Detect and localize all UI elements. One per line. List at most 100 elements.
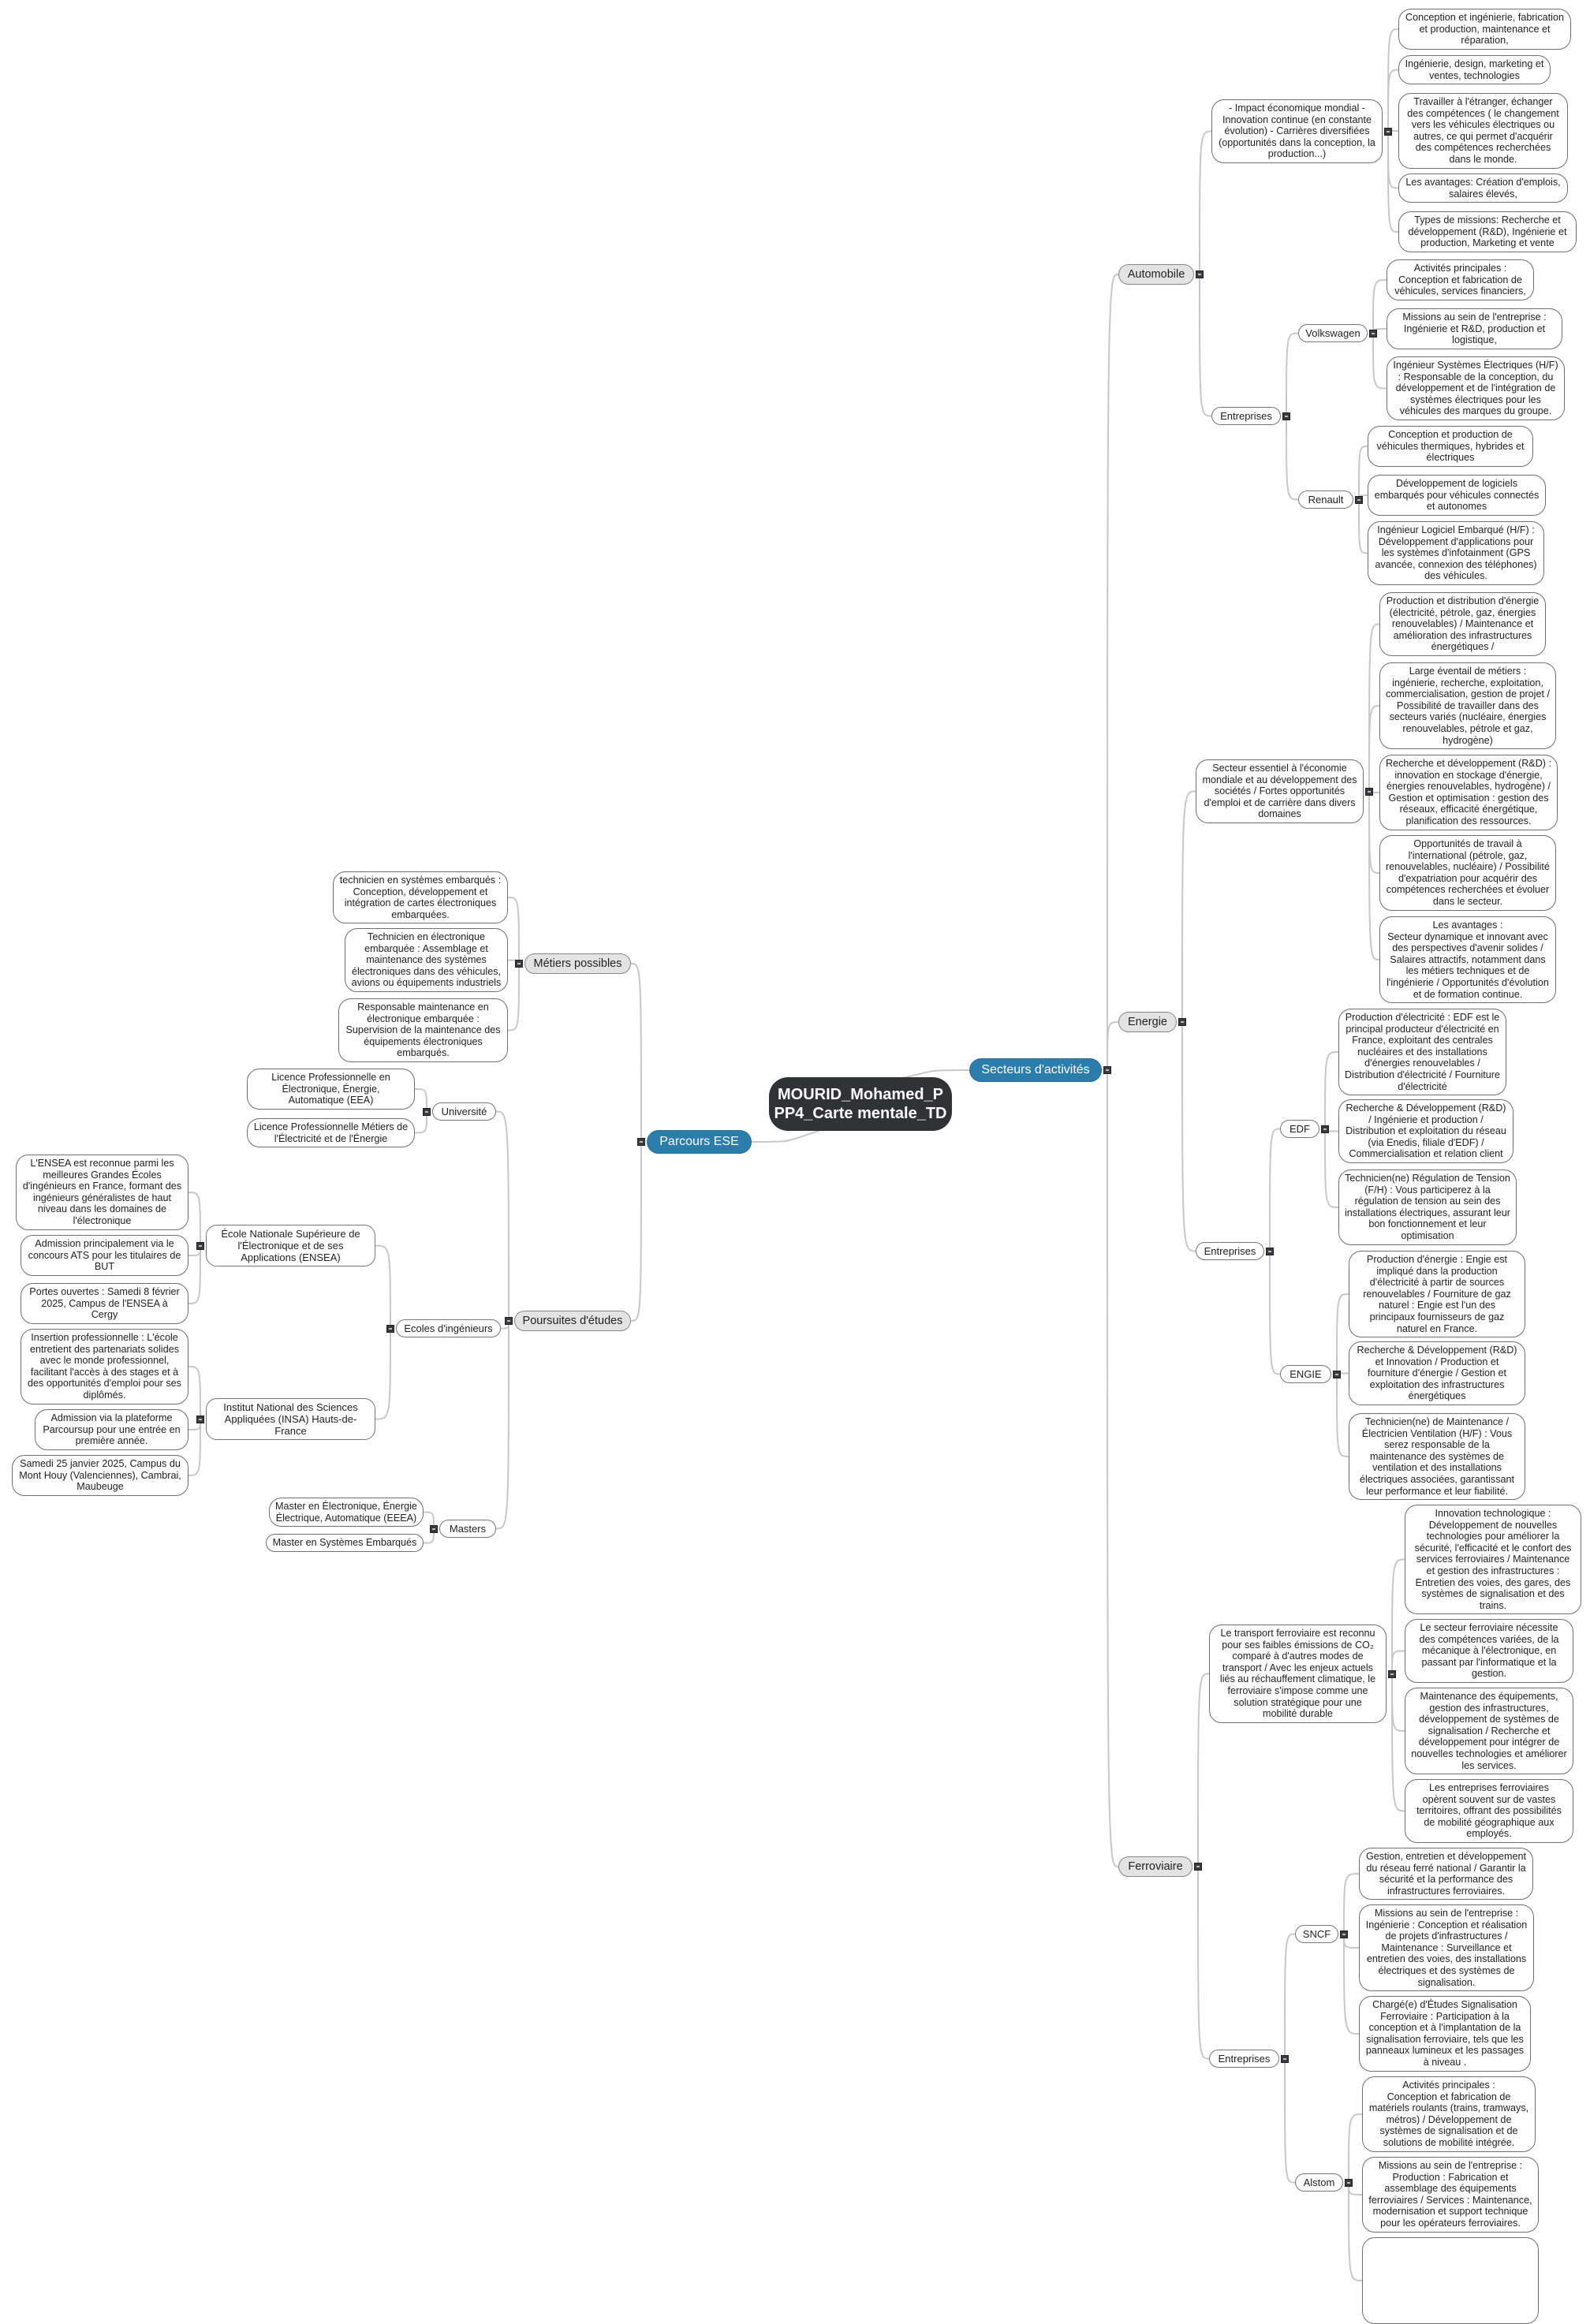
automobile-point[interactable]: Travailler à l'étranger, échanger des co… — [1398, 93, 1568, 169]
connector-line — [1107, 274, 1119, 1071]
topic-automobile[interactable]: Automobile — [1118, 264, 1194, 285]
masters[interactable]: Masters — [439, 1520, 496, 1538]
edf-item[interactable]: Production d'électricité : EDF est le pr… — [1338, 1009, 1506, 1096]
energie-entreprises[interactable]: Entreprises — [1196, 1242, 1264, 1260]
renault-item[interactable]: Développement de logiciels embarqués pou… — [1368, 475, 1546, 516]
collapse-toggle-icon[interactable] — [1388, 1669, 1396, 1678]
insa-item[interactable]: Admission via la plateforme Parcoursup p… — [35, 1409, 188, 1450]
main-topic-secteurs[interactable]: Secteurs d'activités — [969, 1058, 1102, 1082]
ferroviaire-point[interactable]: Maintenance des équipements, gestion des… — [1405, 1688, 1573, 1775]
volkswagen-item[interactable]: Missions au sein de l'entreprise : Ingén… — [1387, 308, 1562, 349]
collapse-toggle-icon[interactable] — [1178, 1018, 1186, 1026]
automobile-point[interactable]: Les avantages: Création d'emplois, salai… — [1398, 173, 1568, 203]
collapse-toggle-icon[interactable] — [196, 1415, 204, 1423]
connector-line — [1391, 1673, 1405, 1812]
alstom-item[interactable]: Missions au sein de l'entreprise : Produ… — [1362, 2157, 1539, 2233]
collapse-toggle-icon[interactable] — [423, 1107, 431, 1116]
master-item[interactable]: Master en Systèmes Embarqués — [266, 1534, 424, 1552]
topic-energie[interactable]: Energie — [1118, 1012, 1177, 1032]
connector-line — [630, 1141, 642, 1322]
central-topic[interactable]: MOURID_Mohamed_P PP4_Carte mentale_TD — [769, 1077, 952, 1131]
collapse-toggle-icon[interactable] — [637, 1138, 645, 1146]
alstom-empty-item[interactable] — [1362, 2237, 1539, 2324]
collapse-toggle-icon[interactable] — [1345, 2178, 1353, 2187]
automobile-point[interactable]: Ingénierie, design, marketing et ventes,… — [1398, 55, 1551, 85]
insa-item[interactable]: Insertion professionnelle : L'école entr… — [21, 1329, 188, 1404]
universite-item[interactable]: Licence Professionnelle Métiers de l'Éle… — [247, 1118, 415, 1148]
ferroviaire-point[interactable]: Innovation technologique : Développement… — [1405, 1505, 1581, 1615]
collapse-toggle-icon[interactable] — [1355, 495, 1363, 504]
ferroviaire-entreprises[interactable]: Entreprises — [1209, 2050, 1279, 2068]
edf-item[interactable]: Technicien(ne) Régulation de Tension (F/… — [1338, 1169, 1517, 1245]
connector-line — [1368, 791, 1380, 874]
ferroviaire-description[interactable]: Le transport ferroviaire est reconnu pou… — [1209, 1625, 1387, 1723]
collapse-toggle-icon[interactable] — [1365, 787, 1373, 796]
automobile-entreprises[interactable]: Entreprises — [1211, 407, 1281, 425]
renault-item[interactable]: Ingénieur Logiciel Embarqué (H/F) : Déve… — [1368, 521, 1544, 585]
ensea-item[interactable]: Admission principalement via le concours… — [21, 1235, 188, 1276]
collapse-toggle-icon[interactable] — [1103, 1066, 1111, 1074]
ensea-item[interactable]: L'ENSEA est reconnue parmi les meilleure… — [16, 1155, 188, 1230]
school-insa[interactable]: Institut National des Sciences Appliquée… — [206, 1398, 375, 1440]
engie-item[interactable]: Production d'énergie : Engie est impliqu… — [1349, 1251, 1525, 1338]
volkswagen-item[interactable]: Ingénieur Systèmes Électriques (H/F) : R… — [1387, 356, 1565, 420]
metier-item[interactable]: technicien en systèmes embarqués : Conce… — [333, 871, 508, 924]
renault-item[interactable]: Conception et production de véhicules th… — [1368, 426, 1533, 467]
edf-item[interactable]: Recherche & Développement (R&D) / Ingéni… — [1338, 1099, 1513, 1163]
ensea-item[interactable]: Portes ouvertes : Samedi 8 février 2025,… — [21, 1283, 188, 1324]
energie-description[interactable]: Secteur essentiel à l'économie mondiale … — [1196, 759, 1364, 823]
collapse-toggle-icon[interactable] — [515, 960, 523, 968]
automobile-point[interactable]: Types de missions: Recherche et développ… — [1398, 211, 1577, 252]
insa-item[interactable]: Samedi 25 janvier 2025, Campus du Mont H… — [12, 1455, 188, 1496]
collapse-toggle-icon[interactable] — [505, 1317, 513, 1325]
collapse-toggle-icon[interactable] — [1266, 1247, 1274, 1255]
collapse-toggle-icon[interactable] — [1282, 412, 1290, 420]
master-item[interactable]: Master en Électronique, Énergie Électriq… — [269, 1498, 424, 1528]
collapse-toggle-icon[interactable] — [1321, 1125, 1329, 1133]
company-edf[interactable]: EDF — [1280, 1120, 1319, 1138]
collapse-toggle-icon[interactable] — [430, 1524, 438, 1533]
school-ensea[interactable]: École Nationale Supérieure de l'Électron… — [206, 1225, 375, 1266]
company-sncf[interactable]: SNCF — [1295, 1925, 1338, 1943]
ferroviaire-point[interactable]: Les entreprises ferroviaires opèrent sou… — [1405, 1779, 1573, 1843]
collapse-toggle-icon[interactable] — [386, 1324, 394, 1333]
company-engie[interactable]: ENGIE — [1280, 1365, 1331, 1383]
alstom-item[interactable]: Activités principales : Conception et fa… — [1362, 2076, 1536, 2152]
collapse-toggle-icon[interactable] — [1281, 2054, 1289, 2063]
metier-item[interactable]: Technicien en électronique embarquée : A… — [345, 928, 508, 992]
engie-item[interactable]: Technicien(ne) de Maintenance / Électric… — [1349, 1413, 1525, 1501]
connector-line — [1387, 28, 1399, 132]
company-alstom[interactable]: Alstom — [1295, 2173, 1343, 2192]
collapse-toggle-icon[interactable] — [1369, 329, 1377, 338]
main-topic-parcours[interactable]: Parcours ESE — [647, 1130, 752, 1154]
automobile-point[interactable]: Conception et ingénierie, fabrication et… — [1398, 9, 1571, 50]
company-volkswagen[interactable]: Volkswagen — [1298, 324, 1368, 342]
collapse-toggle-icon[interactable] — [1194, 1863, 1202, 1871]
topic-metiers-possibles[interactable]: Métiers possibles — [524, 953, 631, 974]
energie-point[interactable]: Production et distribution d'énergie (él… — [1379, 592, 1546, 656]
energie-point[interactable]: Opportunités de travail à l'internationa… — [1379, 835, 1556, 911]
sncf-item[interactable]: Missions au sein de l'entreprise : Ingén… — [1359, 1904, 1534, 1992]
ecoles-ingenieurs[interactable]: Ecoles d'ingénieurs — [396, 1319, 501, 1337]
collapse-toggle-icon[interactable] — [1340, 1930, 1348, 1938]
collapse-toggle-icon[interactable] — [1196, 270, 1204, 278]
topic-poursuites-etudes[interactable]: Poursuites d'études — [514, 1311, 631, 1331]
automobile-description[interactable]: - Impact économique mondial - Innovation… — [1211, 99, 1383, 163]
universite[interactable]: Université — [432, 1102, 496, 1121]
company-renault[interactable]: Renault — [1298, 491, 1353, 509]
energie-point[interactable]: Large éventail de métiers : ingénierie, … — [1379, 662, 1556, 750]
universite-item[interactable]: Licence Professionnelle en Électronique,… — [247, 1069, 415, 1110]
volkswagen-item[interactable]: Activités principales : Conception et fa… — [1387, 259, 1534, 300]
topic-ferroviaire[interactable]: Ferroviaire — [1118, 1856, 1192, 1877]
metier-item[interactable]: Responsable maintenance en électronique … — [338, 998, 508, 1062]
collapse-toggle-icon[interactable] — [1384, 127, 1392, 136]
connector-line — [1286, 416, 1299, 501]
collapse-toggle-icon[interactable] — [196, 1241, 204, 1250]
ferroviaire-point[interactable]: Le secteur ferroviaire nécessite des com… — [1405, 1619, 1573, 1683]
energie-point[interactable]: Les avantages : Secteur dynamique et inn… — [1379, 916, 1556, 1004]
sncf-item[interactable]: Chargé(e) d'Études Signalisation Ferrovi… — [1359, 1996, 1531, 2072]
engie-item[interactable]: Recherche & Développement (R&D) et Innov… — [1349, 1341, 1525, 1405]
collapse-toggle-icon[interactable] — [1333, 1370, 1341, 1378]
sncf-item[interactable]: Gestion, entretien et développement du r… — [1359, 1848, 1533, 1901]
energie-point[interactable]: Recherche et développement (R&D) : innov… — [1379, 755, 1558, 830]
